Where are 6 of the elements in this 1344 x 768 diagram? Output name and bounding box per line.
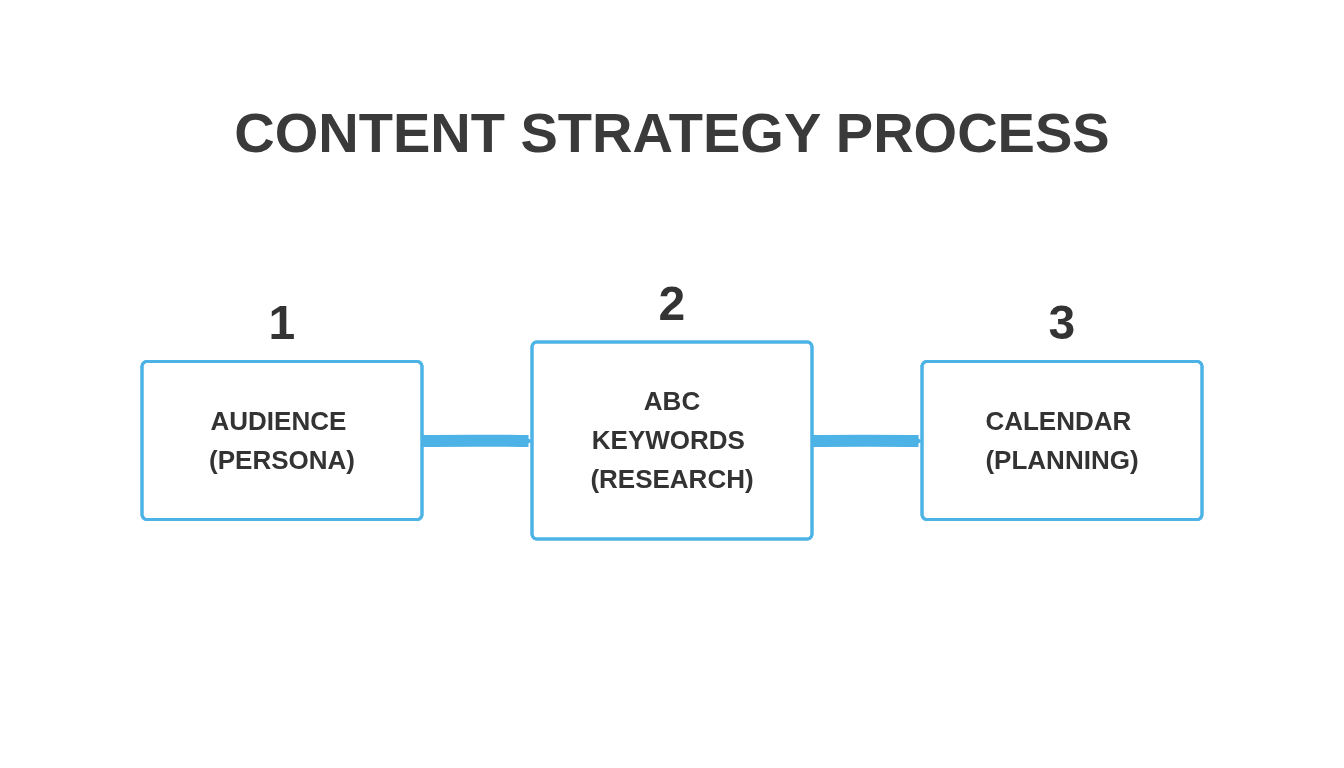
arrow xyxy=(812,434,923,447)
diagram-title: CONTENT STRATEGY PROCESS xyxy=(234,101,1110,164)
step-number: 3 xyxy=(1048,299,1076,347)
step-number: 1 xyxy=(268,299,296,347)
arrow xyxy=(422,434,533,447)
step-number: 2 xyxy=(658,279,686,328)
